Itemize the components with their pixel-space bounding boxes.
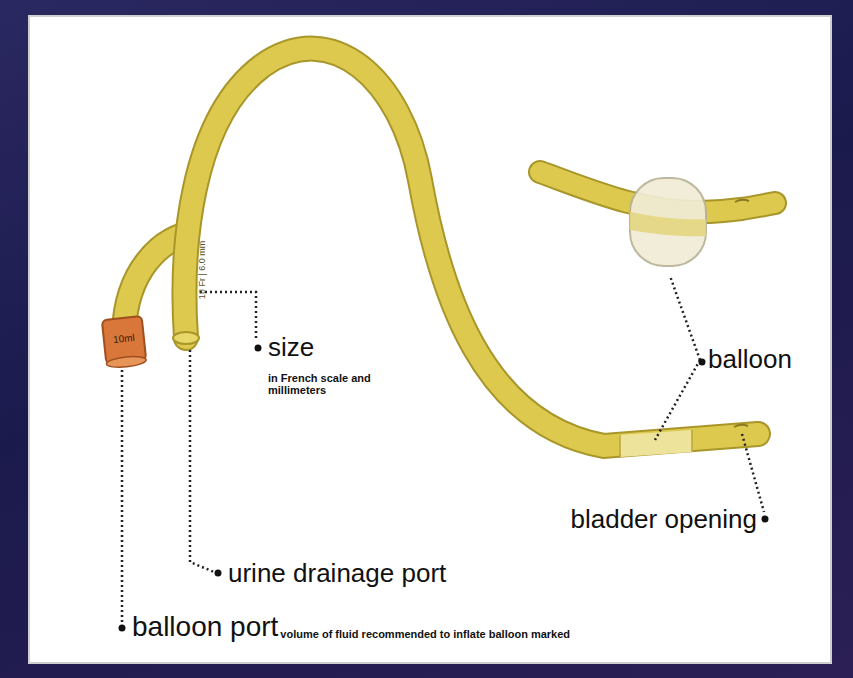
part-label: balloon xyxy=(708,345,792,374)
part-label: bladder opening xyxy=(571,505,758,534)
leader-lines xyxy=(122,276,764,622)
balloon-port-cap xyxy=(102,316,147,369)
part-label: balloon port xyxy=(132,612,278,643)
part-label: size xyxy=(268,333,314,362)
deflated-balloon xyxy=(620,441,692,446)
drainage-port-opening xyxy=(173,332,199,344)
balloon-edge xyxy=(691,430,693,452)
catheter-tube xyxy=(185,49,758,446)
inset-bladder-eye xyxy=(735,200,749,202)
bladder-eye xyxy=(734,425,748,427)
volume-marking: 10ml xyxy=(113,331,136,344)
size-marking: 18 Fr | 6.0 mm xyxy=(198,241,208,299)
note-label: in French scale and millimeters xyxy=(268,372,418,396)
inflated-balloon xyxy=(630,178,706,266)
note-label: volume of fluid recommended to inflate b… xyxy=(280,628,570,640)
leader-dots xyxy=(119,345,769,632)
catheter-tube-edge xyxy=(185,49,758,446)
balloon-edge xyxy=(619,435,621,457)
inset-balloon-band xyxy=(630,212,706,236)
part-label: urine drainage port xyxy=(228,559,446,588)
